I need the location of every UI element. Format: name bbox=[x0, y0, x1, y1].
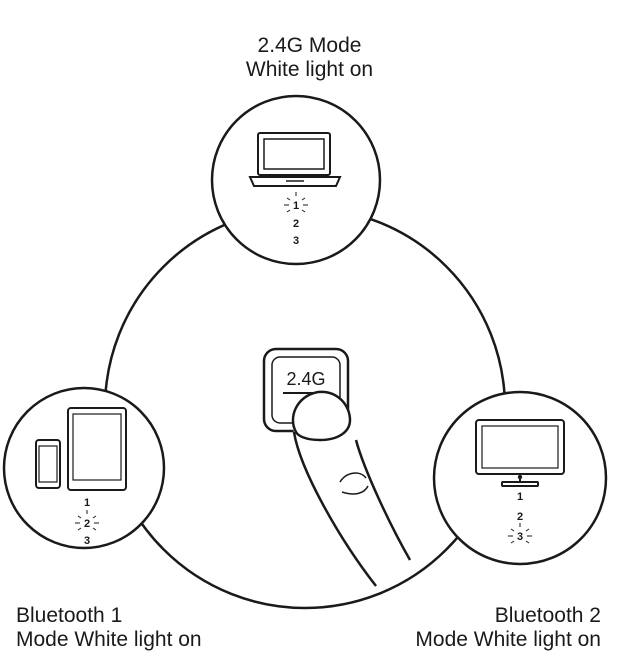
left-indicator-2: 2 bbox=[84, 518, 90, 530]
top-mode-status: White light on bbox=[245, 58, 374, 81]
top-mode-label: 2.4G Mode White light on bbox=[0, 34, 619, 82]
right-indicator-2: 2 bbox=[517, 511, 523, 523]
bluetooth2-mode-label: Bluetooth 2 Mode White light on bbox=[415, 604, 601, 652]
monitor-icon bbox=[475, 419, 565, 487]
top-indicator-3: 3 bbox=[293, 235, 299, 247]
right-indicator-3: 3 bbox=[517, 531, 523, 543]
bluetooth1-mode-title: Bluetooth 1 bbox=[16, 604, 123, 627]
right-indicator-1: 1 bbox=[517, 491, 523, 503]
tablet-icon bbox=[67, 407, 127, 491]
left-indicator-glow-icon bbox=[75, 510, 99, 531]
top-indicator-glow-icon bbox=[284, 192, 308, 213]
left-indicator-3: 3 bbox=[84, 535, 90, 547]
left-indicator-1: 1 bbox=[84, 497, 90, 509]
bluetooth1-mode-status: Mode White light on bbox=[16, 628, 202, 651]
finger-pressing-key-icon bbox=[291, 390, 412, 587]
top-indicator-1: 1 bbox=[293, 200, 299, 212]
laptop-icon bbox=[248, 132, 342, 187]
bluetooth2-mode-status: Mode White light on bbox=[415, 628, 601, 651]
bluetooth1-mode-label: Bluetooth 1 Mode White light on bbox=[16, 604, 202, 652]
left-device-circle bbox=[2, 386, 166, 550]
right-indicator-glow-icon bbox=[508, 523, 532, 544]
bluetooth2-mode-title: Bluetooth 2 bbox=[494, 604, 601, 627]
top-indicator-2: 2 bbox=[293, 218, 299, 230]
top-mode-title: 2.4G Mode bbox=[257, 34, 362, 57]
phone-icon bbox=[35, 439, 61, 489]
mode-key-label: 2.4G bbox=[286, 369, 325, 389]
